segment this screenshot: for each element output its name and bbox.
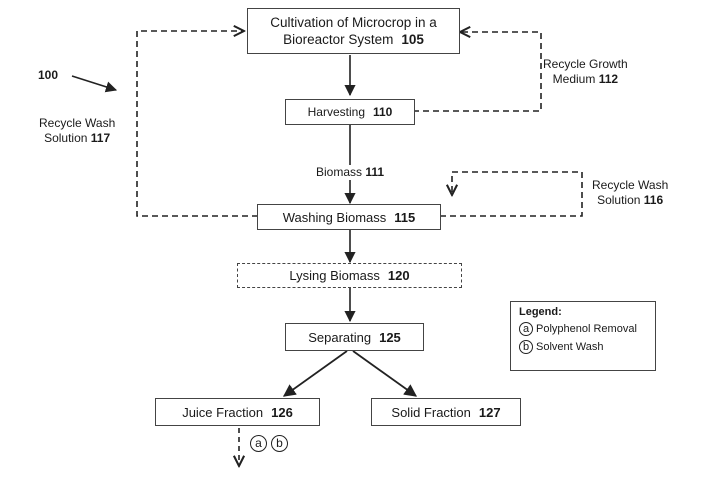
circled-a-symbol: a — [250, 435, 267, 452]
biomass-label: Biomass 111 — [314, 165, 387, 180]
circled-b-symbol: b — [519, 340, 533, 354]
recycle-wash-117-label: Recycle Wash Solution 117 — [39, 116, 116, 145]
lysing-ref: 120 — [387, 268, 410, 283]
cultivation-box: Cultivation of Microcrop in a Bioreactor… — [247, 8, 460, 54]
arrow-separating-to-juice — [282, 350, 348, 397]
figure-pointer-arrow — [71, 75, 118, 93]
harvesting-ref: 110 — [373, 104, 393, 119]
recycle-growth-medium-label: Recycle Growth Medium 112 — [543, 57, 628, 86]
legend-box: Legend: a Polyphenol Removal b Solvent W… — [510, 301, 656, 371]
cultivation-text-line1: Cultivation of Microcrop in a — [270, 15, 437, 30]
washing-ref: 115 — [394, 209, 416, 225]
legend-item: a Polyphenol Removal — [519, 322, 647, 336]
recycle-wash-116-label: Recycle Wash Solution 116 — [592, 178, 669, 207]
juice-processing-symbols: a b — [250, 435, 292, 452]
legend-title: Legend: — [519, 306, 562, 318]
legend-item-label: Solvent Wash — [536, 341, 604, 353]
figure-reference-label: 100 — [38, 68, 59, 82]
recycle-wash-116-loop — [440, 171, 583, 217]
solid-ref: 127 — [478, 404, 501, 420]
legend-item: b Solvent Wash — [519, 340, 647, 354]
cultivation-ref: 105 — [401, 32, 424, 47]
arrow-separating-to-solid — [352, 350, 418, 397]
circled-b-symbol: b — [271, 435, 288, 452]
juice-ref: 126 — [271, 404, 293, 420]
legend-item-label: Polyphenol Removal — [536, 323, 637, 335]
recycle-growth-medium-loop — [413, 32, 542, 112]
circled-a-symbol: a — [519, 322, 533, 336]
recycle-wash-117-loop — [136, 31, 258, 217]
separating-ref: 125 — [379, 329, 401, 345]
